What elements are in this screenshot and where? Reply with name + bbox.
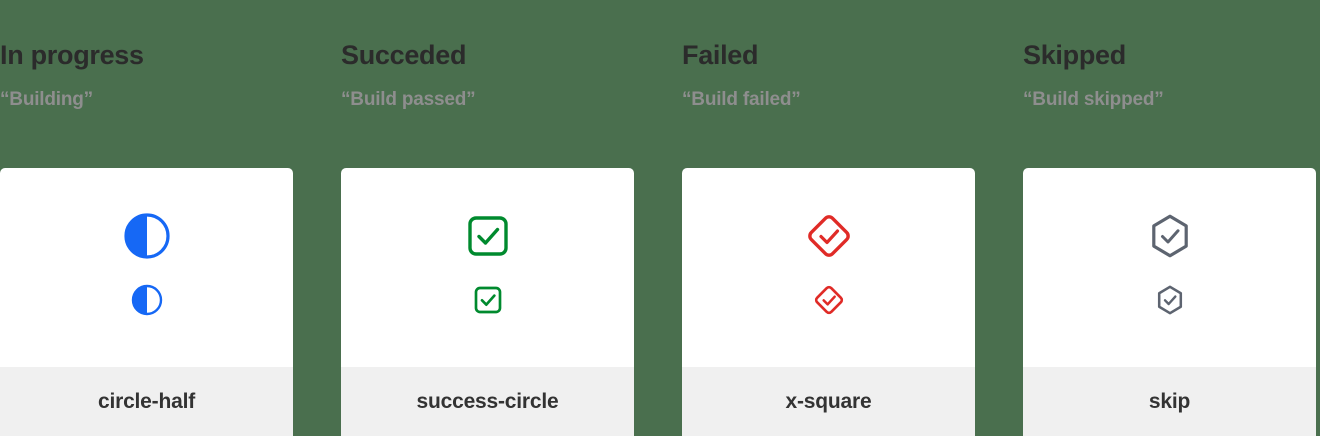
- icon-preview-area: [1023, 168, 1316, 367]
- x-square-icon-small: [814, 285, 843, 315]
- icon-card-skip[interactable]: skip: [1023, 168, 1316, 436]
- column-subtitle: “Build passed”: [341, 89, 476, 110]
- icon-card-footer: success-circle: [341, 367, 634, 436]
- icon-card-footer: circle-half: [0, 367, 293, 436]
- icon-card-footer: x-square: [682, 367, 975, 436]
- column-heading: In progress: [0, 40, 144, 70]
- icon-card-x-square[interactable]: x-square: [682, 168, 975, 436]
- icon-preview-area: [0, 168, 293, 367]
- status-column-failed: Failed “Build failed” x-square: [682, 0, 975, 436]
- column-subtitle: “Build skipped”: [1023, 89, 1164, 110]
- icon-name-label: circle-half: [97, 390, 195, 413]
- icon-preview-area: [341, 168, 634, 367]
- skip-icon: [1151, 214, 1188, 258]
- column-subtitle: “Building”: [0, 89, 93, 110]
- icon-name-label: skip: [1148, 390, 1191, 413]
- status-column-in-progress: In progress “Building” circle-half: [0, 0, 293, 436]
- column-heading: Succeded: [341, 40, 467, 70]
- skip-icon-small: [1157, 285, 1182, 315]
- icon-name-label: x-square: [785, 390, 872, 413]
- icon-card-circle-half[interactable]: circle-half: [0, 168, 293, 436]
- circle-half-icon: [123, 213, 170, 259]
- column-heading: Skipped: [1023, 40, 1126, 70]
- icon-card-success-circle[interactable]: success-circle: [341, 168, 634, 436]
- status-column-succeded: Succeded “Build passed” success-circle: [341, 0, 634, 436]
- icon-card-footer: skip: [1023, 367, 1316, 436]
- icon-preview-area: [682, 168, 975, 367]
- status-column-skipped: Skipped “Build skipped” skip: [1023, 0, 1316, 436]
- x-square-icon: [807, 215, 850, 257]
- success-circle-icon-small: [474, 286, 501, 314]
- icon-name-label: success-circle: [416, 390, 559, 413]
- column-heading: Failed: [682, 40, 759, 70]
- column-subtitle: “Build failed”: [682, 89, 801, 110]
- success-circle-icon: [467, 216, 508, 256]
- circle-half-icon-small: [131, 284, 162, 316]
